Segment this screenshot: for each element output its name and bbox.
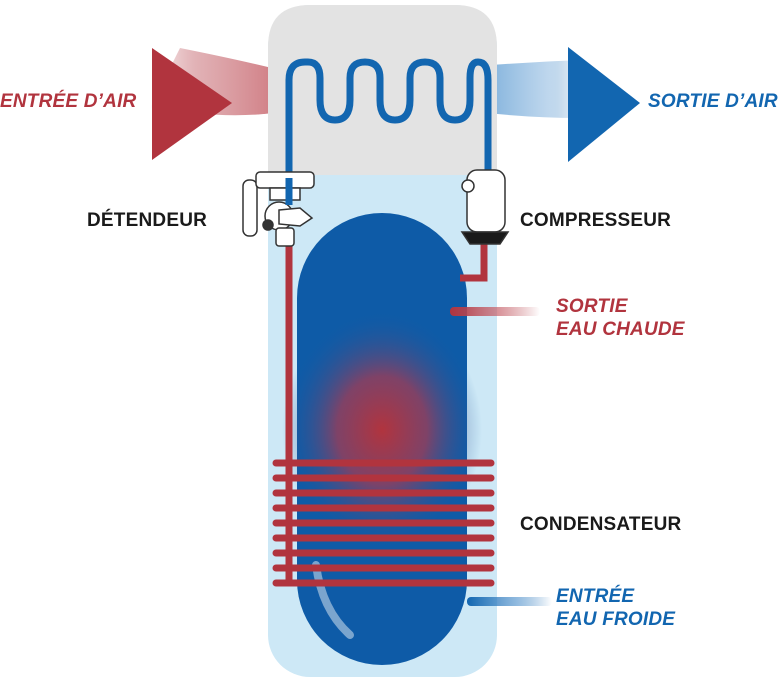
air-inlet-label: ENTRÉE D’AIR [0, 91, 137, 112]
cold-water-inlet-label-line1: ENTRÉE [556, 586, 635, 607]
hot-water-outlet-pipe [450, 307, 540, 316]
hot-water-outlet-label-line2: EAU CHAUDE [556, 319, 685, 340]
hot-water-outlet-label-line1: SORTIE [556, 296, 628, 317]
cold-water-inlet-pipe [467, 597, 552, 606]
air-inlet-flow [150, 48, 280, 160]
compressor-icon [460, 169, 510, 245]
condenser-coil [272, 459, 495, 587]
compressor-label: COMPRESSEUR [520, 210, 672, 231]
compressor-discharge-line [460, 240, 488, 282]
expansion-valve-icon [242, 171, 315, 247]
evaporator-coil [285, 58, 492, 182]
condenser-label: CONDENSATEUR [520, 514, 682, 535]
cold-water-inlet-label-line2: EAU FROIDE [556, 609, 676, 630]
water-tank [282, 213, 482, 665]
air-outlet-label: SORTIE D’AIR [648, 91, 778, 112]
expansion-valve-label: DÉTENDEUR [87, 210, 208, 231]
air-outlet-flow [478, 47, 640, 162]
